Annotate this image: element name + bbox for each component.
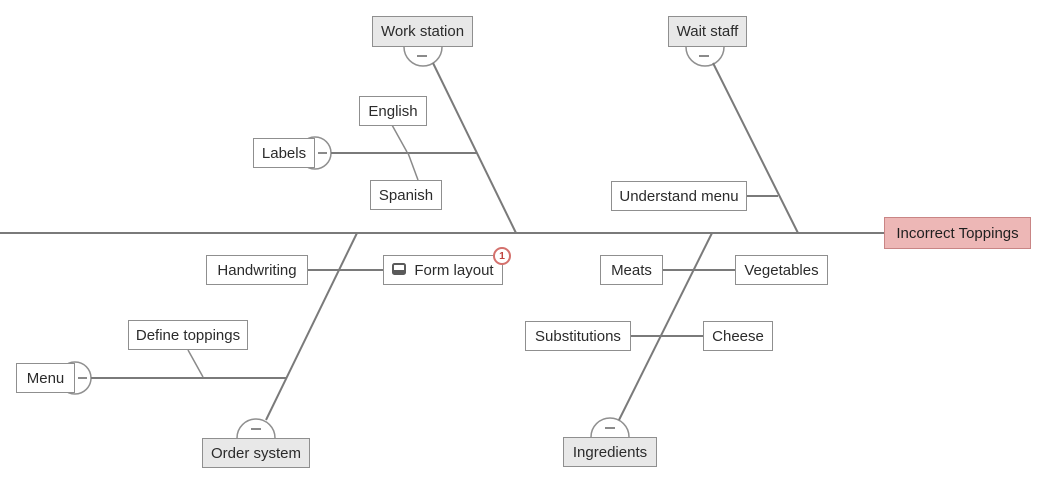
bone-ingredients: [618, 232, 713, 421]
effect-label: Incorrect Toppings: [896, 224, 1019, 242]
node-meats[interactable]: Meats: [600, 255, 663, 285]
node-ingredients[interactable]: Ingredients: [563, 437, 657, 467]
node-menu[interactable]: Menu: [16, 363, 75, 393]
connector-english: [391, 124, 408, 153]
node-substitutions[interactable]: Substitutions: [525, 321, 631, 351]
node-work-station[interactable]: Work station: [372, 16, 473, 47]
node-english[interactable]: English: [359, 96, 427, 126]
node-handwriting[interactable]: Handwriting: [206, 255, 308, 285]
node-label: Understand menu: [619, 187, 739, 205]
node-order-system[interactable]: Order system: [202, 438, 310, 468]
node-form-layout[interactable]: Form layout 1: [383, 247, 511, 285]
node-label: Work station: [380, 23, 465, 40]
node-label: English: [368, 102, 418, 120]
comment-count-badge[interactable]: 1: [493, 247, 511, 265]
connector-define-toppings: [187, 349, 204, 378]
node-cheese[interactable]: Cheese: [703, 321, 773, 351]
node-label: Meats: [611, 261, 652, 279]
bone-work-station: [432, 62, 517, 234]
node-label: Vegetables: [744, 261, 819, 279]
bone-order-system: [265, 232, 358, 421]
node-label: Wait staff: [676, 23, 739, 40]
node-define-toppings[interactable]: Define toppings: [128, 320, 248, 350]
node-label: Labels: [261, 144, 307, 162]
node-label: Form layout: [414, 261, 494, 279]
node-label: Define toppings: [135, 326, 241, 344]
node-label: Spanish: [378, 186, 434, 204]
node-label: Cheese: [712, 327, 764, 345]
node-labels[interactable]: Labels: [253, 138, 315, 168]
node-label: Order system: [210, 444, 301, 462]
bone-wait-staff: [712, 62, 799, 234]
node-spanish[interactable]: Spanish: [370, 180, 442, 210]
node-label: Substitutions: [535, 327, 621, 345]
connector-spanish: [407, 152, 419, 181]
node-effect[interactable]: Incorrect Toppings: [884, 217, 1031, 249]
node-label: Handwriting: [217, 261, 297, 279]
node-label: Ingredients: [572, 443, 648, 461]
node-vegetables[interactable]: Vegetables: [735, 255, 828, 285]
node-wait-staff[interactable]: Wait staff: [668, 16, 747, 47]
node-understand-menu[interactable]: Understand menu: [611, 181, 747, 211]
note-icon: [392, 262, 407, 279]
node-label: Menu: [26, 369, 65, 387]
